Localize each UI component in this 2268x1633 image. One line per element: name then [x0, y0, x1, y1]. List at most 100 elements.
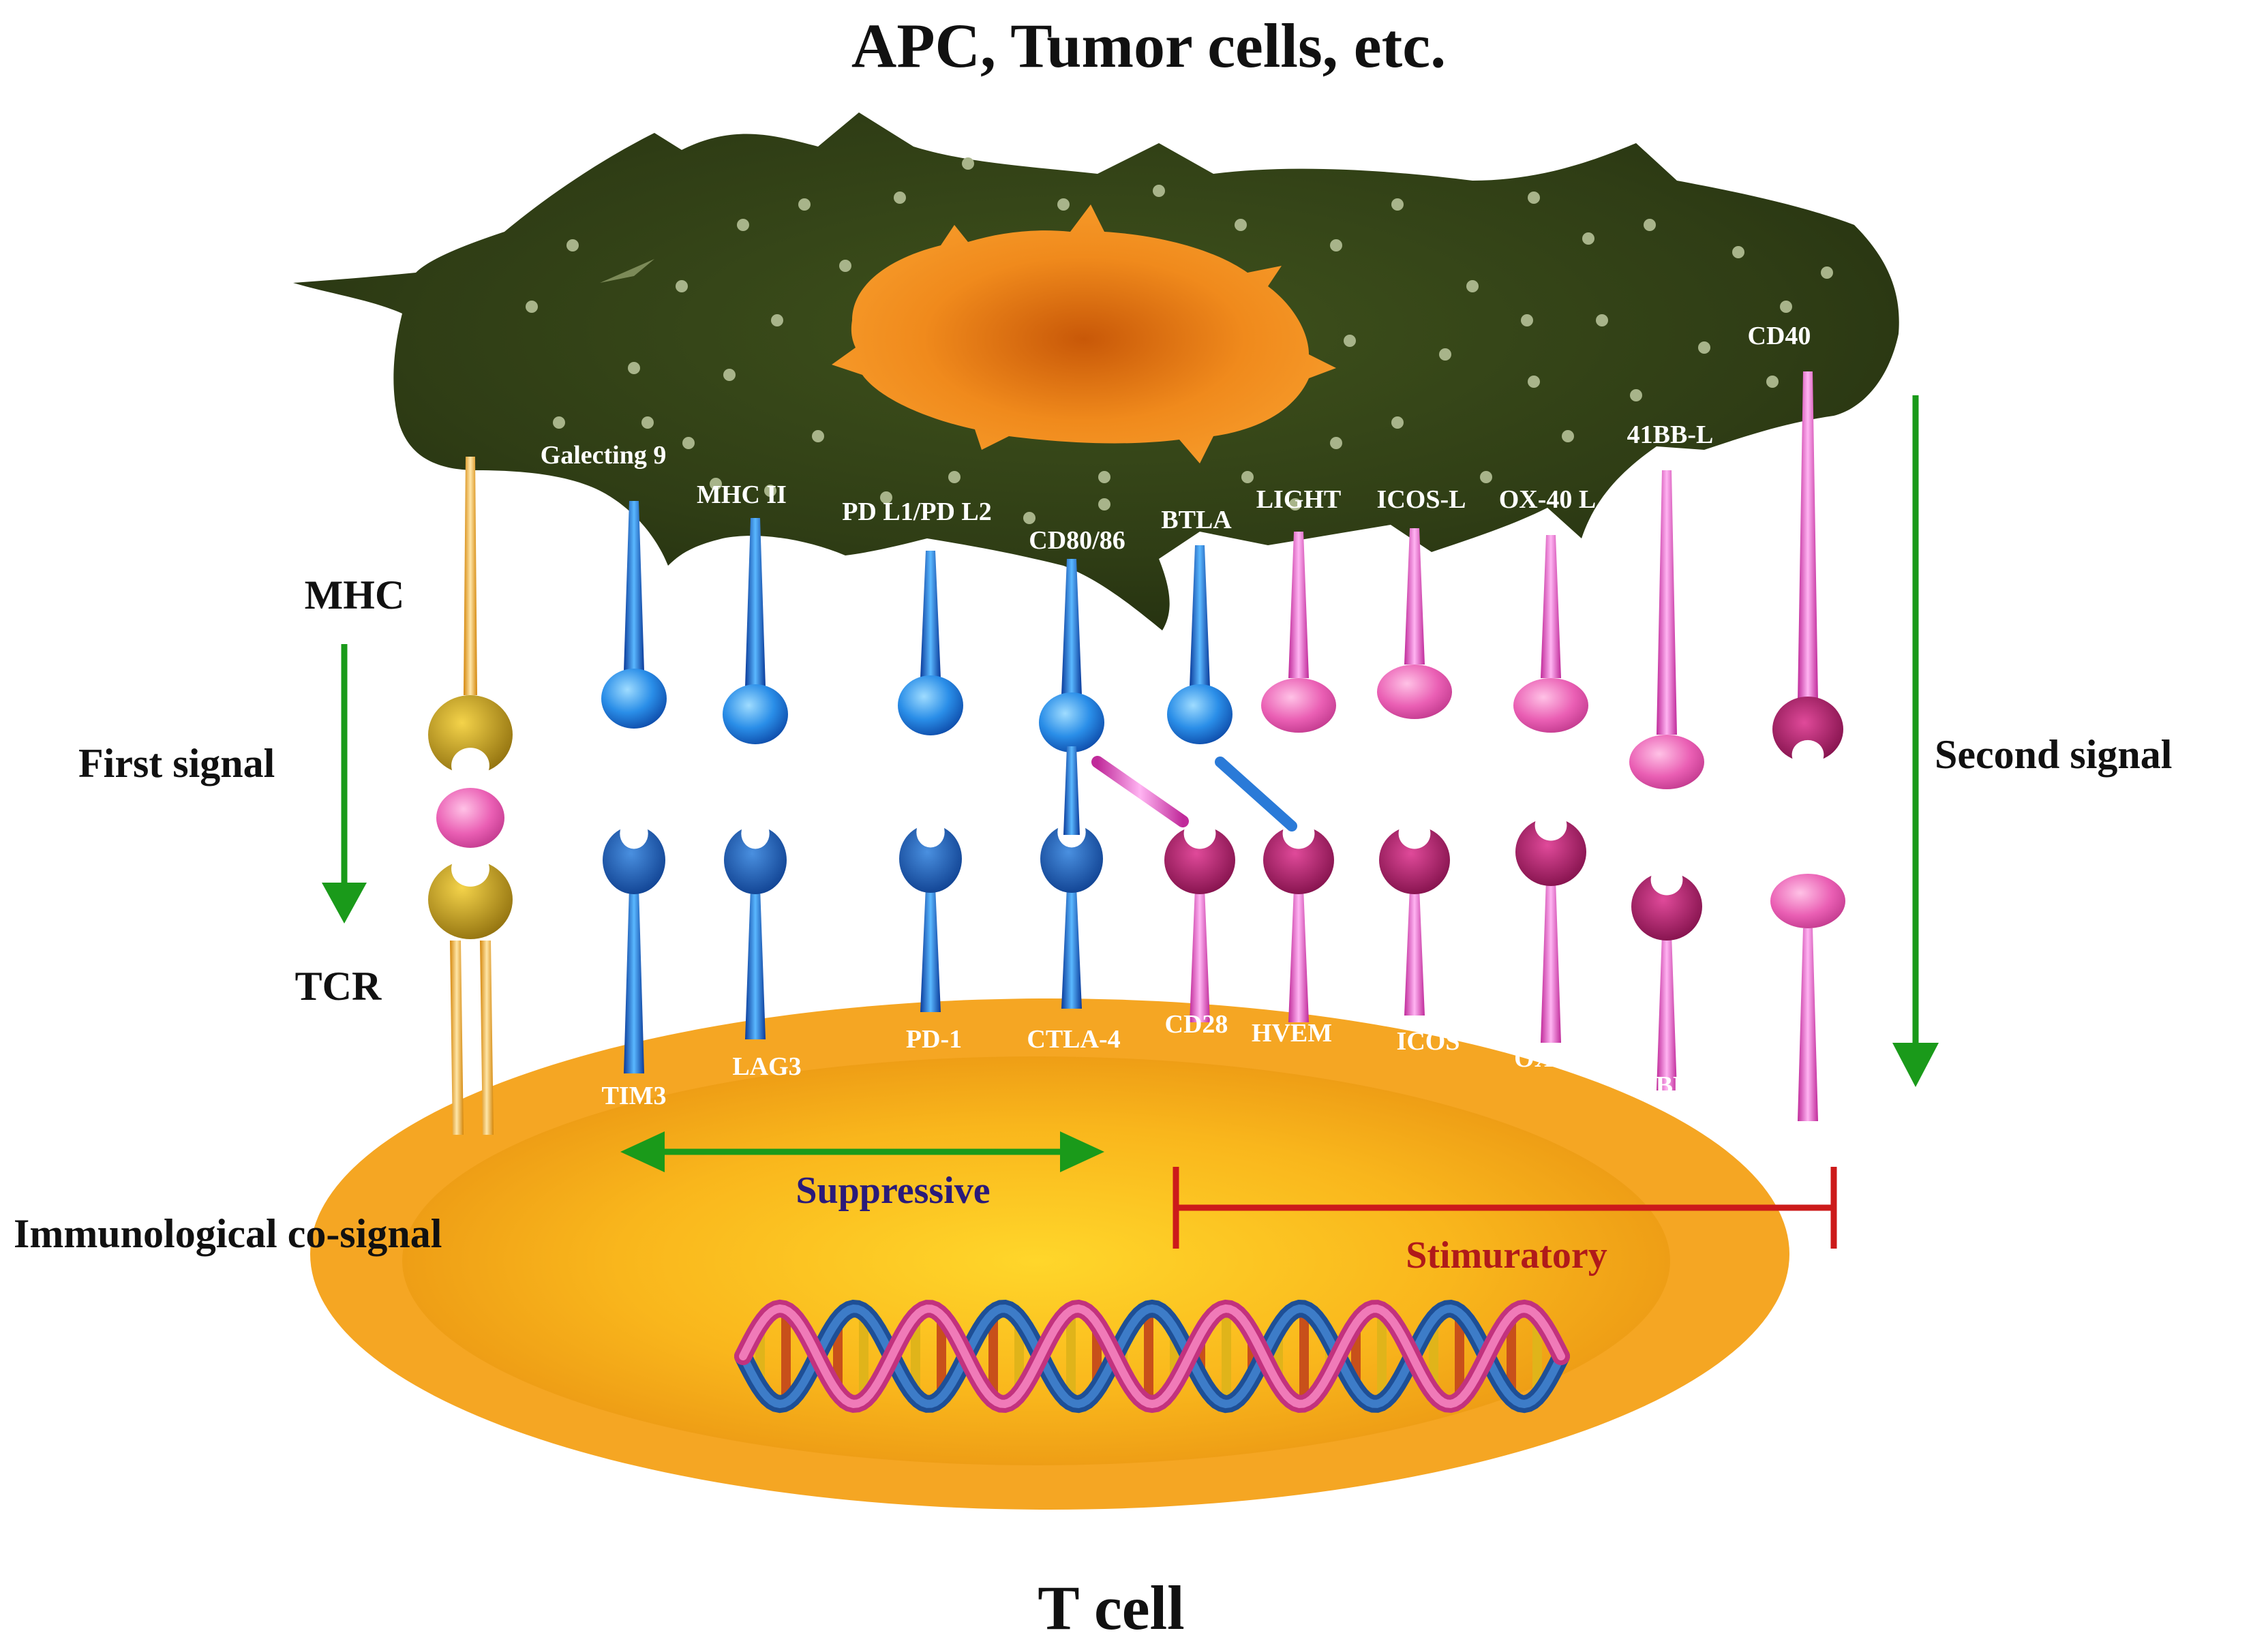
granule	[682, 437, 695, 449]
granule	[1330, 239, 1342, 251]
ligand-stalk	[1798, 371, 1818, 702]
granule	[1528, 192, 1540, 204]
receptor-stalk	[1657, 934, 1677, 1090]
granule	[737, 219, 749, 231]
tcr-icon	[428, 851, 513, 939]
apc-granules	[526, 157, 1833, 524]
ligand-stalk	[1404, 528, 1425, 665]
granule	[1391, 198, 1404, 211]
receptor-icos	[1379, 818, 1450, 894]
label-lag3: LAG3	[732, 1052, 801, 1081]
granule	[526, 301, 538, 313]
granule	[641, 416, 654, 429]
granule	[1780, 301, 1792, 313]
granule	[1630, 389, 1642, 401]
receptor-41bb	[1631, 864, 1702, 941]
btla-hvem-link	[1215, 757, 1297, 831]
pair-41bb-l-41bb: 41BB-L 41BB	[1627, 421, 1714, 1100]
label-pd-1: PD-1	[906, 1025, 962, 1054]
granule	[1023, 512, 1035, 524]
ligand-stalk	[1657, 470, 1677, 735]
ligand-stalk	[1061, 559, 1082, 695]
granule	[798, 198, 811, 211]
granule	[764, 485, 776, 497]
dna-helix-icon	[734, 1299, 1570, 1414]
granule	[894, 192, 906, 204]
granule	[1330, 437, 1342, 449]
granule	[1582, 232, 1594, 245]
receptor-stalk	[1190, 887, 1210, 1022]
receptor-pd-1	[899, 817, 962, 893]
receptor-lag3	[724, 818, 787, 894]
granule	[553, 416, 565, 429]
title-apc: APC, Tumor cells, etc.	[851, 11, 1446, 80]
label-cd28: CD28	[1165, 1010, 1228, 1039]
pair-btla-cd28: BTLA CD28	[1161, 506, 1235, 1039]
label-41bb: 41BB	[1630, 1071, 1691, 1100]
dna-strand	[739, 1304, 1565, 1409]
granule	[1480, 471, 1492, 483]
granule	[723, 369, 736, 381]
granule	[1521, 314, 1533, 326]
label-pd-l1-pd-l2: PD L1/PD L2	[842, 498, 992, 526]
ligand-cd80-86	[1039, 692, 1104, 752]
ligand-stalk	[1190, 545, 1210, 687]
ligand-cd40	[1772, 697, 1843, 770]
label-mhc-ii: MHC II	[697, 480, 787, 509]
granule	[1466, 280, 1479, 292]
label-41bb-l: 41BB-L	[1627, 421, 1714, 449]
granule	[628, 362, 640, 374]
title-t-cell: T cell	[1038, 1573, 1185, 1633]
granule	[962, 157, 974, 170]
granule	[948, 471, 961, 483]
peptide-antigen	[436, 788, 504, 848]
receptor-stalk	[1288, 887, 1309, 1022]
cd80-cd28-link	[1091, 756, 1189, 827]
ligand-stalk	[1288, 532, 1309, 678]
label-btla: BTLA	[1161, 506, 1232, 534]
granule	[1289, 498, 1301, 510]
ligand-stalk	[745, 518, 766, 687]
receptor-stalk	[1061, 886, 1082, 1009]
granule	[1562, 430, 1574, 442]
granule	[1698, 341, 1710, 354]
ligand-stalk	[920, 551, 941, 678]
ligand-pd-l1-pd-l2	[898, 675, 963, 735]
ligand-light	[1261, 678, 1336, 733]
mhc-tcr-complex	[428, 457, 513, 1135]
ctla4-binding-stalk	[1063, 746, 1080, 835]
label-ctla-4: CTLA-4	[1027, 1025, 1120, 1054]
granule	[771, 314, 783, 326]
dna-strand	[739, 1304, 1565, 1409]
granule	[1057, 198, 1070, 211]
granule	[1235, 219, 1247, 231]
receptor-stalk	[745, 887, 766, 1039]
receptor-stalk	[624, 887, 644, 1073]
label-icos: ICOS	[1397, 1027, 1460, 1056]
granule	[880, 491, 892, 504]
label-second-signal: Second signal	[1935, 732, 2172, 777]
granule	[1098, 471, 1110, 483]
granule	[1439, 348, 1451, 361]
label-ox-40: OX-40	[1514, 1044, 1588, 1073]
ligand-icos-l	[1377, 665, 1452, 719]
label-first-signal: First signal	[78, 741, 275, 786]
label-light: LIGHT	[1256, 485, 1342, 514]
label-ox-40-l: OX-40 L	[1499, 485, 1597, 514]
receptor-stalk	[920, 886, 941, 1012]
ligand-btla	[1167, 684, 1233, 744]
granule	[1391, 416, 1404, 429]
granule	[1153, 185, 1165, 197]
ligand-mhc-ii	[723, 684, 788, 744]
receptor-stalk	[1541, 879, 1561, 1043]
label-co-signal: Immunological co-signal	[14, 1211, 442, 1256]
first-signal-arrow	[322, 644, 367, 924]
pair-pd-l1-pd-l2-pd-1: PD L1/PD L2 PD-1	[842, 498, 992, 1054]
ligand-41bb-l	[1629, 735, 1704, 789]
granule	[1528, 376, 1540, 388]
